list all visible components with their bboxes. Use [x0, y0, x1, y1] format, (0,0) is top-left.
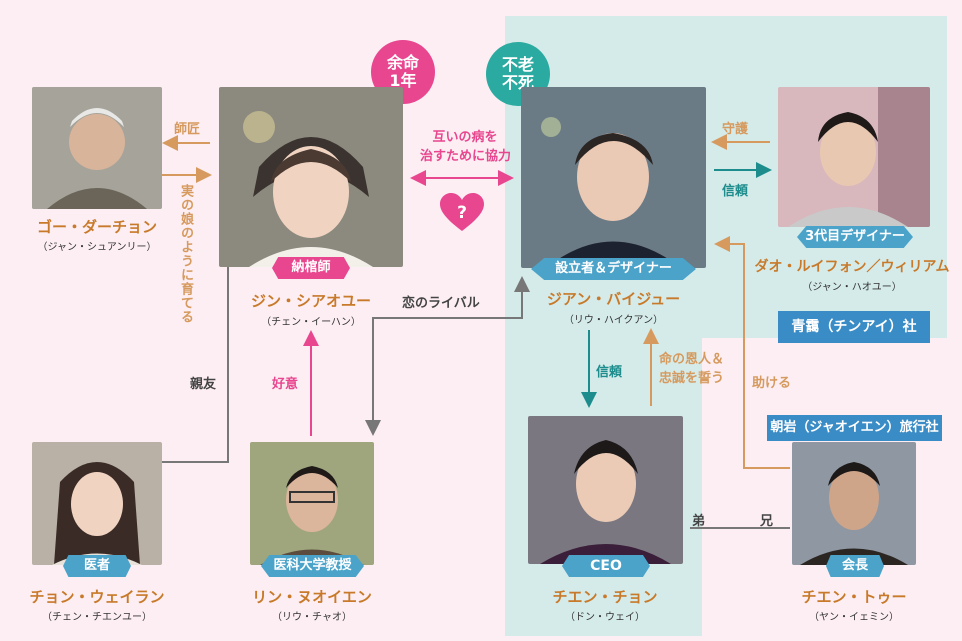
cheng-photo[interactable] [528, 416, 683, 564]
koui-label: 好意 [272, 373, 298, 392]
chong-actor: （チェン・チエンユー） [17, 608, 177, 623]
lin-photo[interactable] [250, 442, 374, 565]
jian-actor: （リウ・ハイクアン） [521, 311, 706, 326]
onjin-label: 命の恩人＆忠誠を誓う [659, 350, 733, 388]
lin-role-tag: 医科大学教授 [261, 555, 364, 577]
lin-name: リン・ヌオイエン [232, 586, 392, 607]
dao-photo[interactable] [778, 87, 930, 227]
cheng-actor: （ドン・ウェイ） [525, 608, 685, 623]
jin-actor: （チェン・イーハン） [231, 313, 391, 328]
badge-text-3: 不老 [502, 56, 534, 74]
lin-actor: （リウ・チャオ） [232, 608, 392, 623]
koi-rival-label: 恋のライバル [402, 292, 480, 311]
jin-name: ジン・シアオユー [231, 290, 391, 311]
jin-photo[interactable] [219, 87, 403, 267]
tasukeru-label: 助ける [752, 372, 791, 391]
go-photo[interactable] [32, 87, 162, 209]
chong-role-tag: 医者 [63, 555, 131, 577]
chogan-company-label: 朝岩（ジャオイエン）旅行社 [767, 415, 942, 441]
onjin-text: 命の恩人＆忠誠を誓う [659, 350, 733, 388]
otouto-label: 弟 [692, 510, 705, 529]
chienlu-role-tag: 会長 [826, 555, 884, 577]
jian-role-tag: 設立者＆デザイナー [531, 258, 696, 280]
chong-photo[interactable] [32, 442, 162, 565]
chienlu-name: チエン・トゥー [774, 586, 934, 607]
jian-name: ジアン・バイジュー [521, 288, 706, 309]
dao-role-tag: 3代目デザイナー [797, 226, 913, 248]
raise-label: 実の娘のように育てる [176, 184, 195, 344]
badge-text-1: 余命 [387, 54, 419, 72]
shisho-label: 師匠 [174, 118, 200, 137]
chong-name: チョン・ウェイラン [17, 586, 177, 607]
jian-photo[interactable] [521, 87, 706, 268]
heart-question: ? [440, 203, 484, 223]
go-name: ゴー・ダーチョン [22, 216, 172, 237]
trust-label-top: 信頼 [722, 180, 748, 199]
shinyu-label: 親友 [190, 373, 216, 392]
go-actor: （ジャン・シュアンリー） [22, 238, 172, 253]
shugo-label: 守護 [722, 118, 748, 137]
dao-actor: （ジャン・ハオユー） [752, 278, 952, 293]
chienlu-actor: （ヤン・イェミン） [774, 608, 934, 623]
cheng-name: チエン・チョン [525, 586, 685, 607]
dao-name: ダオ・ルイフォン／ウィリアム [752, 256, 952, 276]
cooperate-label: 互いの病を 治すために協力 [420, 128, 510, 166]
cooperate-line1: 互いの病を [420, 128, 510, 147]
seilu-company-label: 青靄（チンアイ）社 [778, 311, 930, 343]
cheng-role-tag: CEO [562, 555, 650, 577]
ani-label: 兄 [760, 510, 773, 529]
cooperate-line2: 治すために協力 [420, 147, 510, 166]
jin-role-tag: 納棺師 [272, 257, 350, 279]
trust-label-mid: 信頼 [596, 361, 622, 380]
chienlu-photo[interactable] [792, 442, 916, 565]
